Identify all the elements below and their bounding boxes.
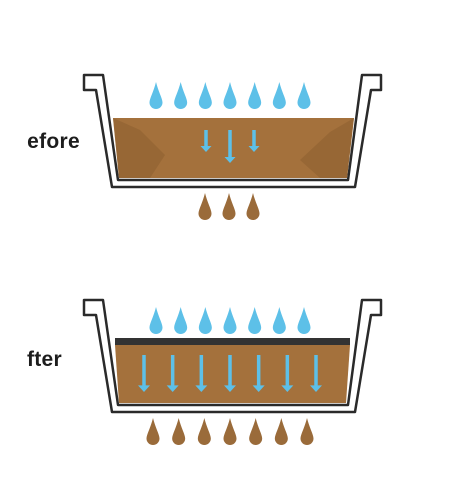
before-rain-drops: [149, 82, 311, 109]
before-drain-drop: [222, 193, 236, 220]
after-rain-drop: [149, 307, 163, 334]
before-soil-arrow: [200, 130, 212, 152]
before-rain-drop: [198, 82, 212, 109]
before-rain-drop: [272, 82, 286, 109]
after-rain-drop: [174, 307, 188, 334]
after-soil-arrow: [310, 355, 322, 392]
before-panel: efore: [0, 60, 456, 230]
after-rain-drop: [297, 307, 311, 334]
after-drain-drop: [300, 418, 314, 445]
after-soil-arrow: [138, 355, 150, 392]
before-rain-drop: [248, 82, 262, 109]
before-soil-shade-right: [300, 118, 354, 178]
before-drain-drops: [198, 193, 260, 220]
after-drain-drop: [249, 418, 263, 445]
after-soil-arrow: [224, 355, 236, 392]
before-rain-drop: [174, 82, 188, 109]
before-rain-drop: [223, 82, 237, 109]
after-soil-arrow: [195, 355, 208, 392]
after-soil-arrow: [252, 355, 265, 392]
after-drain-drop: [146, 418, 160, 445]
before-soil-arrow: [248, 130, 260, 152]
after-container-outline: [82, 298, 383, 414]
before-soil-arrow: [224, 130, 236, 163]
after-diagram: [82, 298, 383, 445]
before-rain-drop: [297, 82, 311, 109]
before-soil-shade-left: [113, 118, 165, 178]
after-panel: fter: [0, 285, 456, 455]
before-diagram: [82, 73, 383, 220]
before-soil-arrows: [200, 130, 260, 163]
after-drain-drop: [172, 418, 186, 445]
after-rain-drop: [223, 307, 237, 334]
after-label: fter: [26, 348, 62, 371]
after-top-layer: [115, 338, 350, 345]
before-drain-drop: [246, 193, 260, 220]
before-rain-drop: [149, 82, 163, 109]
before-container-outline: [82, 73, 383, 189]
before-label: efore: [27, 130, 80, 153]
after-rain-drop: [198, 307, 212, 334]
before-drain-drop: [198, 193, 212, 220]
before-soil: [113, 118, 354, 178]
after-soil-arrows: [138, 355, 322, 392]
after-drain-drop: [274, 418, 288, 445]
after-drain-drop: [223, 418, 237, 445]
after-rain-drop: [272, 307, 286, 334]
after-soil-arrow: [166, 355, 179, 392]
after-drain-drop: [197, 418, 211, 445]
after-soil-arrow: [281, 355, 294, 392]
after-drain-drops: [146, 418, 314, 445]
after-rain-drop: [248, 307, 262, 334]
after-rain-drops: [149, 307, 311, 334]
